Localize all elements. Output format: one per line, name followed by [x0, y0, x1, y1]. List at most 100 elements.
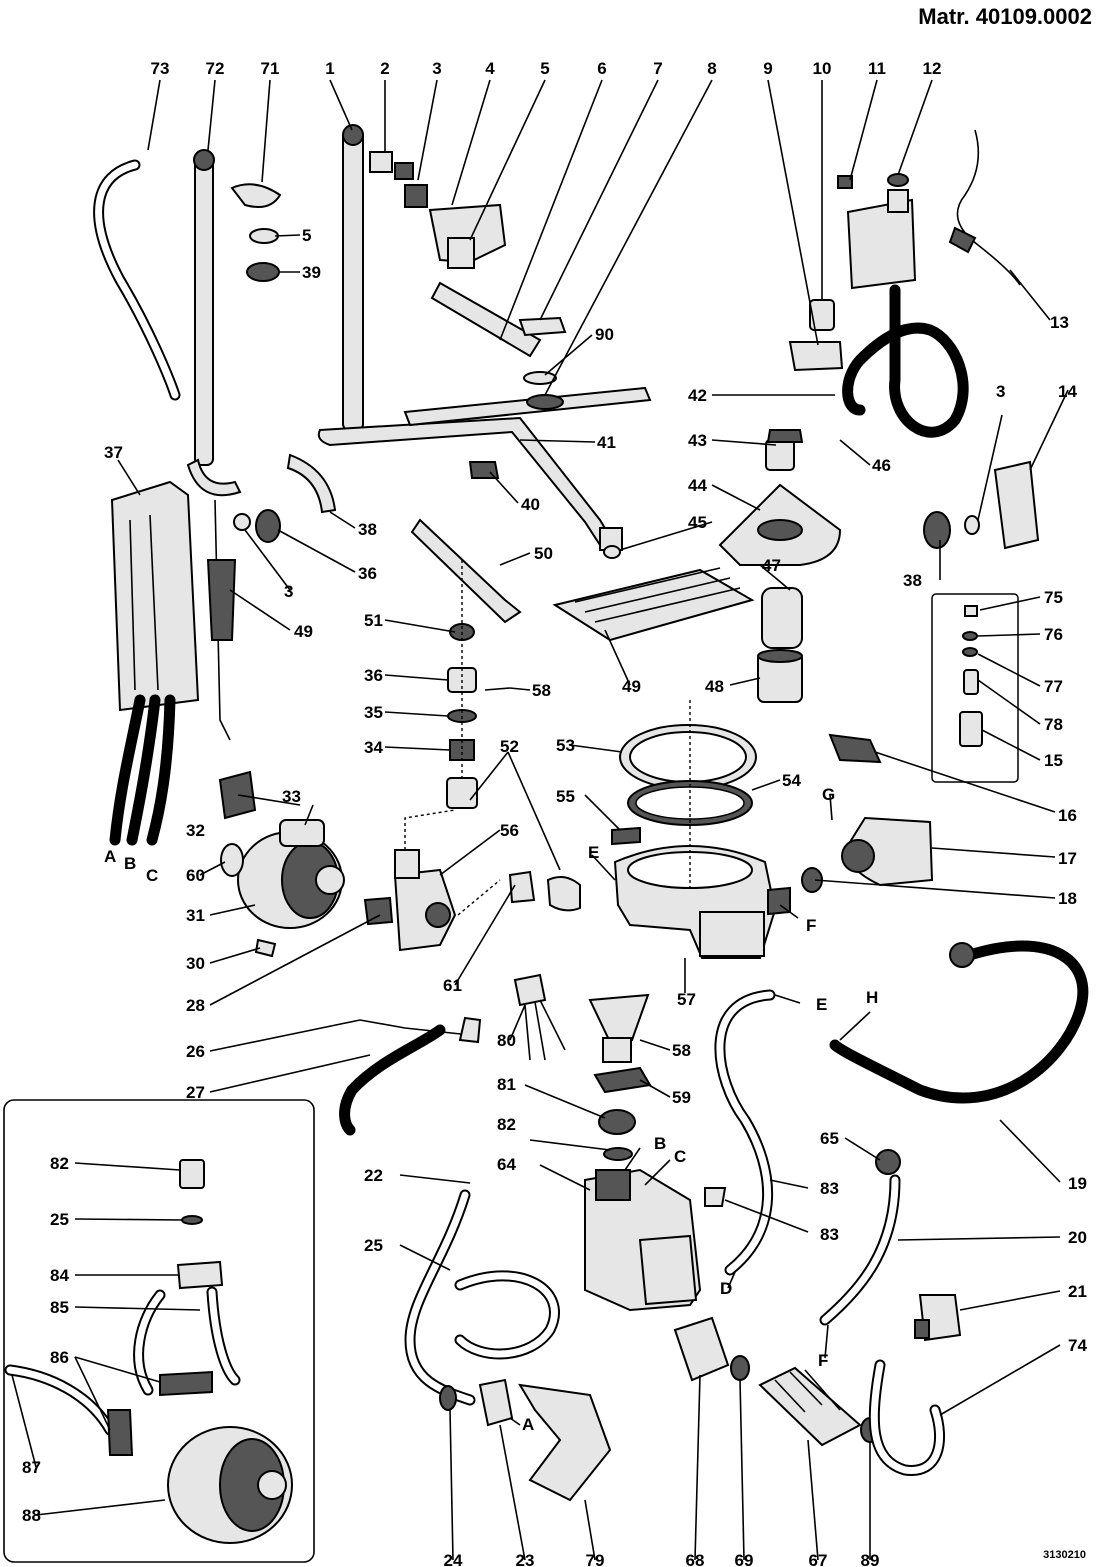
callout-74: 74	[1068, 1336, 1087, 1355]
cover-71	[230, 183, 282, 208]
callout-13: 13	[1050, 313, 1069, 332]
callout-79: 79	[586, 1551, 605, 1567]
corrugated-hose-42	[842, 284, 969, 438]
callout-2: 2	[380, 59, 389, 78]
callout-38: 38	[358, 520, 377, 539]
callout-leaders	[11, 79, 1069, 1561]
callout-60: 60	[186, 866, 205, 885]
callout-76: 76	[1044, 625, 1063, 644]
hose-39	[286, 453, 337, 514]
callout-36b: 36	[364, 666, 383, 685]
callout-3c: 3	[284, 582, 293, 601]
callout-69: 69	[735, 1551, 754, 1567]
callout-81: 81	[497, 1075, 516, 1094]
callout-49b: 49	[622, 677, 641, 696]
callout-48: 48	[705, 677, 724, 696]
callout-33: 33	[282, 787, 301, 806]
part-59	[593, 1066, 652, 1094]
callout-73: 73	[151, 59, 170, 78]
callout-41: 41	[597, 433, 616, 452]
callout-64: 83	[820, 1179, 839, 1198]
callout-23: 23	[516, 1551, 535, 1567]
callout-67: 67	[809, 1551, 828, 1567]
callout-28: 28	[186, 996, 205, 1015]
callout-6: 6	[597, 59, 606, 78]
callout-44: 44	[688, 476, 707, 495]
callout-labels: 73 72 71 1 2 3 4 5 6 7 8 9 10 11 12 5 39…	[22, 59, 1087, 1567]
callout-42: 42	[688, 386, 707, 405]
drain-hose-19	[829, 940, 1089, 1104]
callout-7: 7	[653, 59, 662, 78]
callout-31: 31	[186, 906, 205, 925]
callout-90: 90	[595, 325, 614, 344]
callout-52: 52	[500, 737, 519, 756]
callout-57: 57	[677, 990, 696, 1009]
callout-45: 45	[688, 513, 707, 532]
callout-9: 9	[763, 59, 772, 78]
parts-drawing	[3, 124, 1089, 1563]
callout-49: 49	[294, 622, 313, 641]
part-7	[518, 316, 567, 337]
letter-b-softener: B	[654, 1134, 666, 1153]
callout-36: 36	[358, 564, 377, 583]
callout-35: 35	[364, 703, 383, 722]
part-68	[673, 1316, 730, 1382]
callout-5: 5	[540, 59, 549, 78]
part-9	[788, 341, 844, 372]
pipe-1	[342, 129, 364, 431]
callout-47: 47	[762, 556, 781, 575]
drawing-code: 3130210	[1043, 1549, 1086, 1561]
callout-3b: 3	[996, 382, 1005, 401]
callout-58b: 58	[672, 1041, 691, 1060]
part-32	[218, 770, 257, 820]
supply-pipe-72	[194, 159, 214, 466]
part-67	[758, 1366, 862, 1447]
callout-55: 55	[556, 787, 575, 806]
callout-37: 37	[104, 443, 123, 462]
part-23	[478, 1378, 514, 1427]
pump-28	[393, 868, 457, 952]
callout-21: 21	[1068, 1282, 1087, 1301]
callout-54: 54	[782, 771, 801, 790]
letter-h: H	[866, 988, 878, 1007]
callout-88: 88	[22, 1506, 41, 1525]
callout-87: 87	[22, 1458, 41, 1477]
callout-43: 43	[688, 431, 707, 450]
callout-19: 19	[1068, 1174, 1087, 1193]
letter-c-softener: C	[674, 1147, 686, 1166]
side-panel-37	[110, 480, 200, 712]
callout-22: 64	[497, 1155, 516, 1174]
callout-46: 46	[872, 456, 891, 475]
letter-f-hose: F	[818, 1351, 828, 1370]
callout-10: 10	[813, 59, 832, 78]
letter-a-valve: A	[522, 1415, 534, 1434]
lower-spray-arm-50	[410, 518, 522, 624]
filter-cylinder-47	[761, 587, 803, 649]
callout-16: 16	[1058, 806, 1077, 825]
callout-82b: 82	[497, 1115, 516, 1134]
callout-11: 11	[868, 59, 886, 78]
letter-b-hose: B	[124, 854, 136, 873]
callout-75: 75	[1044, 588, 1063, 607]
callout-65: 65	[820, 1129, 839, 1148]
callout-14: 14	[1058, 382, 1077, 401]
callout-84: 84	[50, 1266, 69, 1285]
callout-30: 30	[186, 954, 205, 973]
letter-f-sump: F	[806, 916, 816, 935]
callout-71: 71	[261, 59, 280, 78]
callout-40: 40	[521, 495, 540, 514]
letter-d: D	[720, 1279, 732, 1298]
callout-89: 89	[861, 1551, 880, 1567]
part-56	[546, 875, 581, 912]
callout-20: 20	[1068, 1228, 1087, 1247]
callout-15: 15	[1044, 751, 1063, 770]
part-82-box	[179, 1159, 205, 1189]
callout-12: 12	[923, 59, 942, 78]
part-14	[993, 460, 1040, 550]
callout-38b: 38	[903, 571, 922, 590]
callout-1: 1	[325, 59, 334, 78]
callout-72: 72	[206, 59, 225, 78]
letter-a-hose: A	[104, 847, 116, 866]
letter-g: G	[822, 785, 835, 804]
callout-53: 53	[556, 736, 575, 755]
